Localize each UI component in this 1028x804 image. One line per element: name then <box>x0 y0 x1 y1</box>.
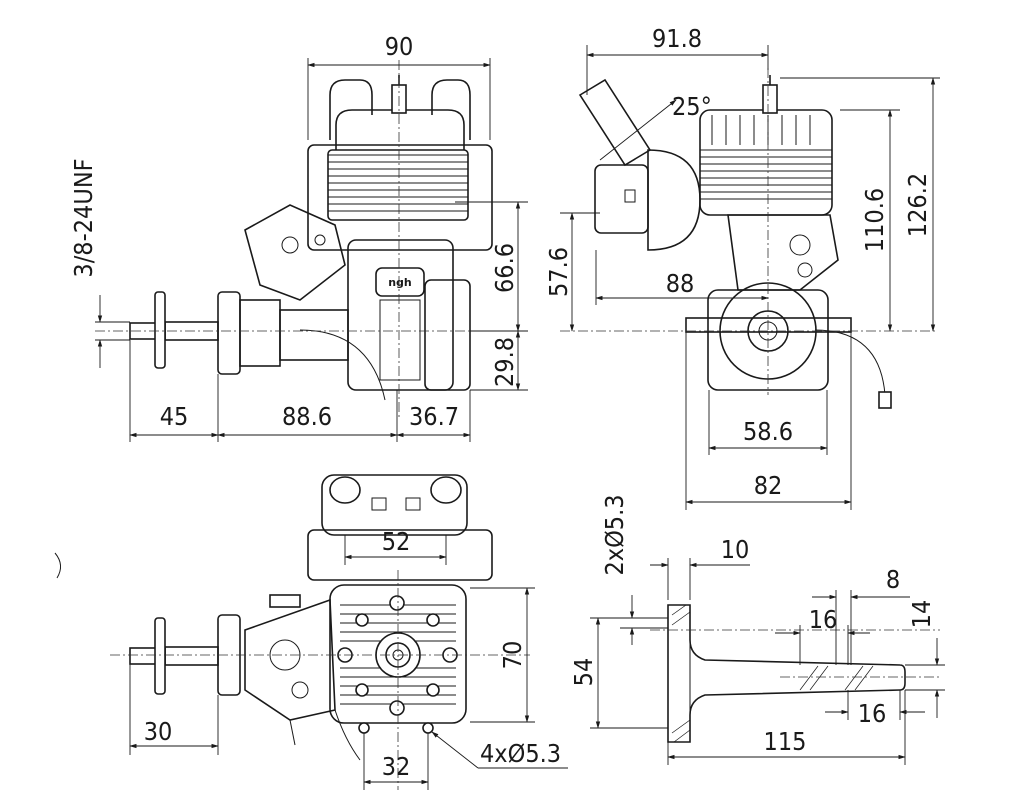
side-muffler-right <box>431 79 471 140</box>
rear-intake-tube <box>578 78 652 167</box>
front-length-label: 30 <box>144 717 173 746</box>
side-crank-housing <box>279 309 349 361</box>
front-carburetor <box>244 598 336 721</box>
side-head <box>335 109 465 150</box>
side-height-lower-label: 29.8 <box>490 337 519 387</box>
edge-mark <box>54 552 61 579</box>
front-height-label: 70 <box>498 641 527 670</box>
rear-offset-label: 88 <box>666 269 695 298</box>
side-brand-logo: ngh <box>388 276 412 289</box>
side-length-3-label: 36.7 <box>409 402 459 431</box>
side-mount-plate <box>239 299 281 367</box>
rear-ignition-wire <box>814 329 886 396</box>
mount-bracket <box>667 604 906 743</box>
side-cylinder-fins <box>327 149 469 221</box>
side-muffler-left <box>329 79 373 140</box>
mount-slot-label: 16 <box>809 605 838 634</box>
front-width-top-label: 52 <box>382 527 411 556</box>
mount-hatching <box>671 604 874 743</box>
front-hole-label: 4xØ5.3 <box>480 739 561 768</box>
side-thread-label: 3/8-24UNF <box>69 158 98 277</box>
side-cylinder-frame <box>307 144 493 251</box>
front-wire <box>334 709 361 761</box>
front-bolt-spacing-label: 32 <box>382 752 411 781</box>
side-prop-washer <box>154 291 166 369</box>
rear-air-filter <box>647 149 701 251</box>
rear-mount-label: 58.6 <box>743 417 793 446</box>
rear-width-label: 91.8 <box>652 24 702 53</box>
mount-length-label: 115 <box>764 727 807 756</box>
rear-mount-bar <box>685 317 852 333</box>
rear-height-3-label: 57.6 <box>544 247 573 297</box>
mount-flange-label: 54 <box>569 658 598 687</box>
side-logo-plate <box>375 267 425 297</box>
mount-tip-label: 8 <box>886 565 900 594</box>
rear-carburetor <box>727 214 839 291</box>
mount-slot2-label: 16 <box>858 699 887 728</box>
side-carburetor <box>244 204 346 301</box>
rear-base-label: 82 <box>754 471 783 500</box>
mount-view: 2xØ5.3 10 8 16 14 16 54 <box>569 494 945 765</box>
rear-height-2-label: 126.2 <box>903 173 932 237</box>
rear-view: 25° 91.8 110.6 126.2 57.6 88 58.6 82 <box>544 24 940 510</box>
front-prop-washer <box>154 617 166 695</box>
mount-thickness-label: 10 <box>721 535 750 564</box>
side-length-2-label: 88.6 <box>282 402 332 431</box>
front-muffler <box>321 474 468 536</box>
mount-height-label: 14 <box>907 600 936 629</box>
rear-cylinder-fins <box>700 115 832 200</box>
side-length-1-label: 45 <box>160 402 189 431</box>
mount-hole-label: 2xØ5.3 <box>600 494 629 575</box>
front-view: 52 70 30 32 4xØ5.3 <box>110 474 568 790</box>
side-height-upper-label: 66.6 <box>490 243 519 293</box>
side-crankcase <box>347 239 454 391</box>
rear-angle-label: 25° <box>672 92 712 121</box>
side-view: ngh 90 66.6 29.8 <box>69 32 528 442</box>
side-width-label: 90 <box>385 32 414 61</box>
rear-height-1-label: 110.6 <box>860 188 889 252</box>
side-drive-flange <box>217 291 241 375</box>
